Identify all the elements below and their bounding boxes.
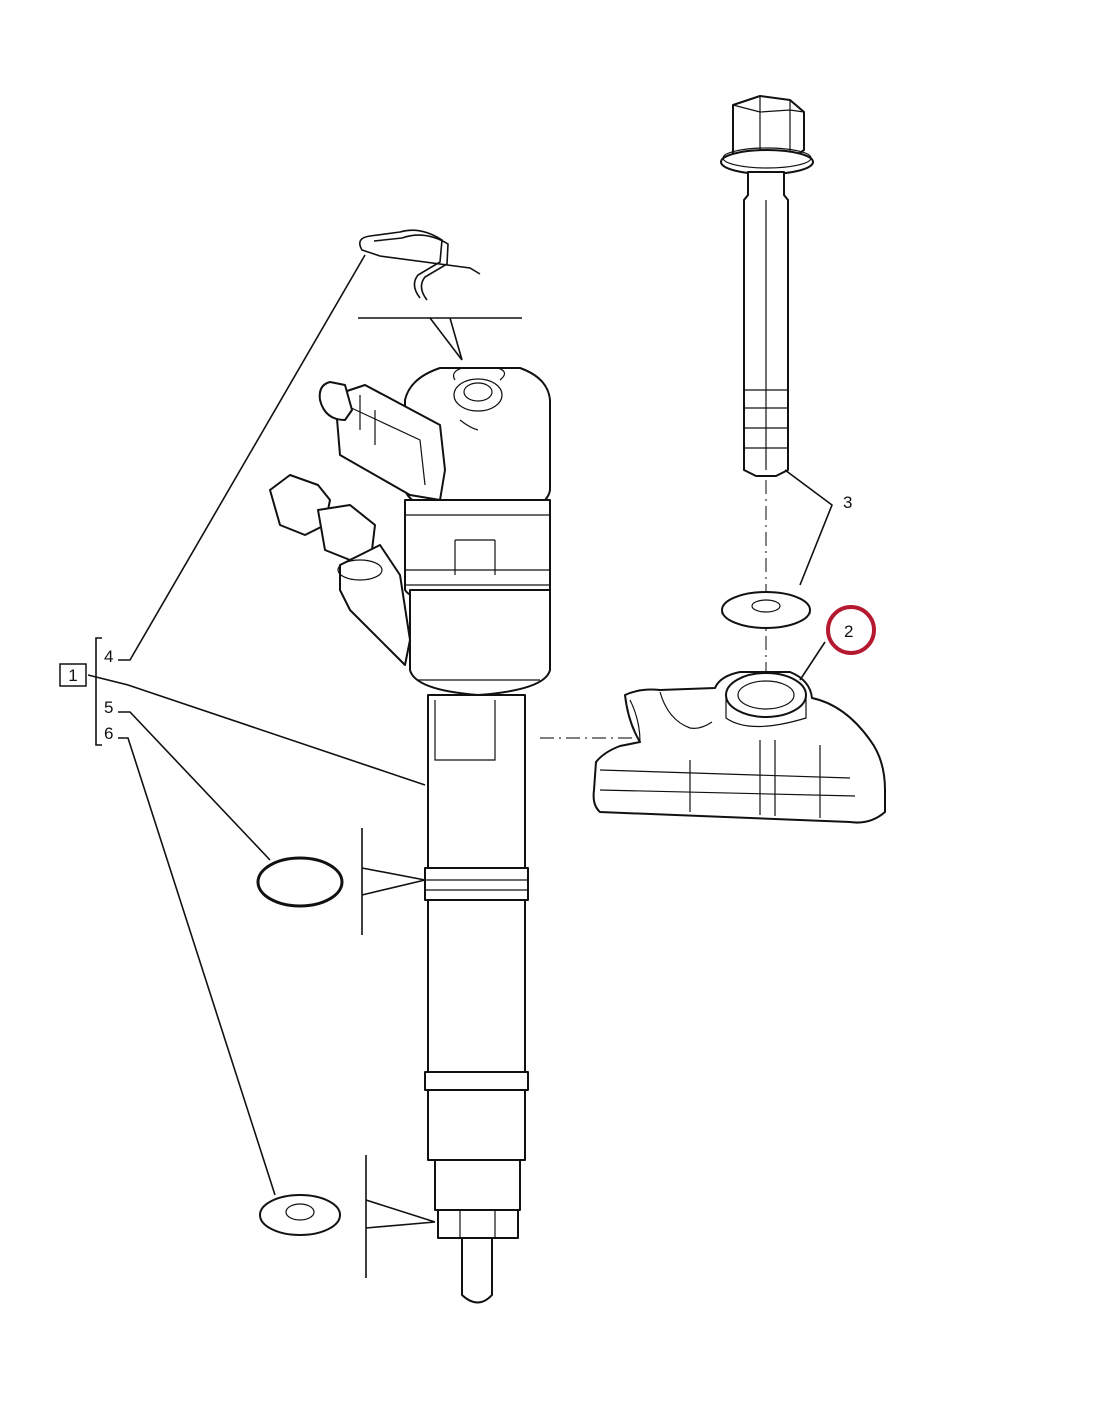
leader-lines: [87, 254, 833, 1278]
callout-item-1[interactable]: 1: [59, 663, 87, 687]
callout-label-5[interactable]: 5: [104, 698, 113, 717]
sealing-washer[interactable]: [259, 1194, 341, 1236]
callout-label-4[interactable]: 4: [104, 647, 113, 666]
callout-label-6[interactable]: 6: [104, 724, 113, 743]
bolt[interactable]: [720, 95, 814, 477]
callout-label-2[interactable]: 2: [844, 622, 853, 641]
o-ring[interactable]: [256, 856, 344, 908]
injector-body[interactable]: [269, 367, 551, 1304]
bolt-washer[interactable]: [721, 591, 811, 629]
callout-label-1: 1: [68, 666, 77, 685]
retaining-clip[interactable]: [359, 229, 481, 301]
highlight-circle: [826, 605, 876, 655]
callout-label-3[interactable]: 3: [843, 493, 852, 512]
clamp-bracket[interactable]: [592, 671, 886, 824]
